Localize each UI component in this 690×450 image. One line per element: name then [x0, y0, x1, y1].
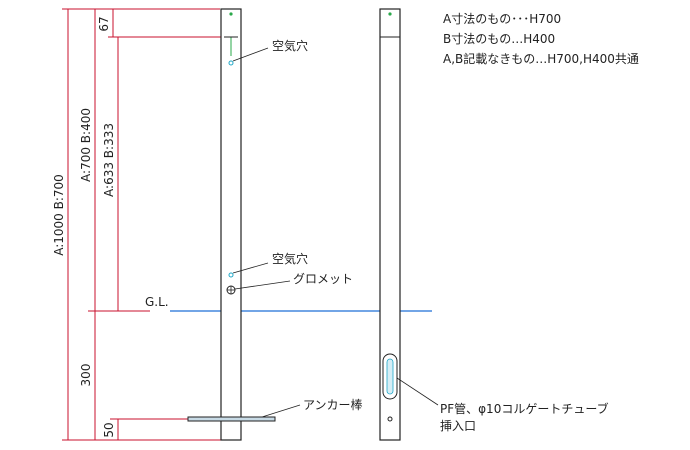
leader-air-hole-top	[232, 47, 269, 62]
leader-pf-pipe	[396, 377, 439, 406]
pf-pipe-label-line2: 挿入口	[440, 419, 476, 433]
post-front-view	[187, 8, 276, 441]
anchor-bar	[187, 416, 276, 422]
top-marker-side	[388, 12, 392, 16]
note-line-common: A,B記載なきもの…H700,H400共通	[443, 51, 639, 66]
note-line-a: A寸法のもの･･･H700	[443, 12, 561, 26]
dim-anchor-offset-label: 50	[102, 422, 116, 437]
leader-anchor-bar	[261, 404, 301, 418]
pf-pipe-slot-inner	[386, 358, 394, 395]
dim-hole-to-ground-label: A:633 B:333	[102, 123, 116, 197]
dimension-lines	[62, 8, 222, 441]
air-hole-top	[228, 60, 234, 66]
leader-grommet	[234, 280, 291, 290]
dim-top-offset-label: 67	[97, 16, 111, 31]
dim-embed-label: 300	[79, 364, 93, 387]
anchor-hole-side	[387, 416, 393, 422]
grommet-label: グロメット	[293, 272, 353, 286]
dim-above-ground-label: A:700 B:400	[79, 108, 93, 182]
post-side-view	[379, 8, 401, 441]
note-line-b: B寸法のもの…H400	[443, 32, 555, 46]
air-hole-bottom-label: 空気穴	[272, 251, 308, 266]
leader-lines-front	[232, 47, 301, 418]
leader-air-hole-bottom	[232, 262, 269, 274]
post-front-body	[220, 8, 242, 441]
notes-block: A寸法のもの･･･H700 B寸法のもの…H400 A,B記載なきもの…H700…	[443, 12, 639, 66]
air-hole-bottom	[228, 272, 234, 278]
post-side-body	[379, 8, 401, 441]
dim-total-label: A:1000 B:700	[52, 174, 66, 256]
anchor-bar-label: アンカー棒	[303, 398, 363, 412]
air-hole-top-label: 空気穴	[272, 38, 308, 53]
pf-pipe-label-line1: PF管、φ10コルゲートチューブ	[440, 401, 609, 416]
top-marker-front	[229, 12, 233, 16]
ground-line-label: G.L.	[145, 295, 169, 309]
